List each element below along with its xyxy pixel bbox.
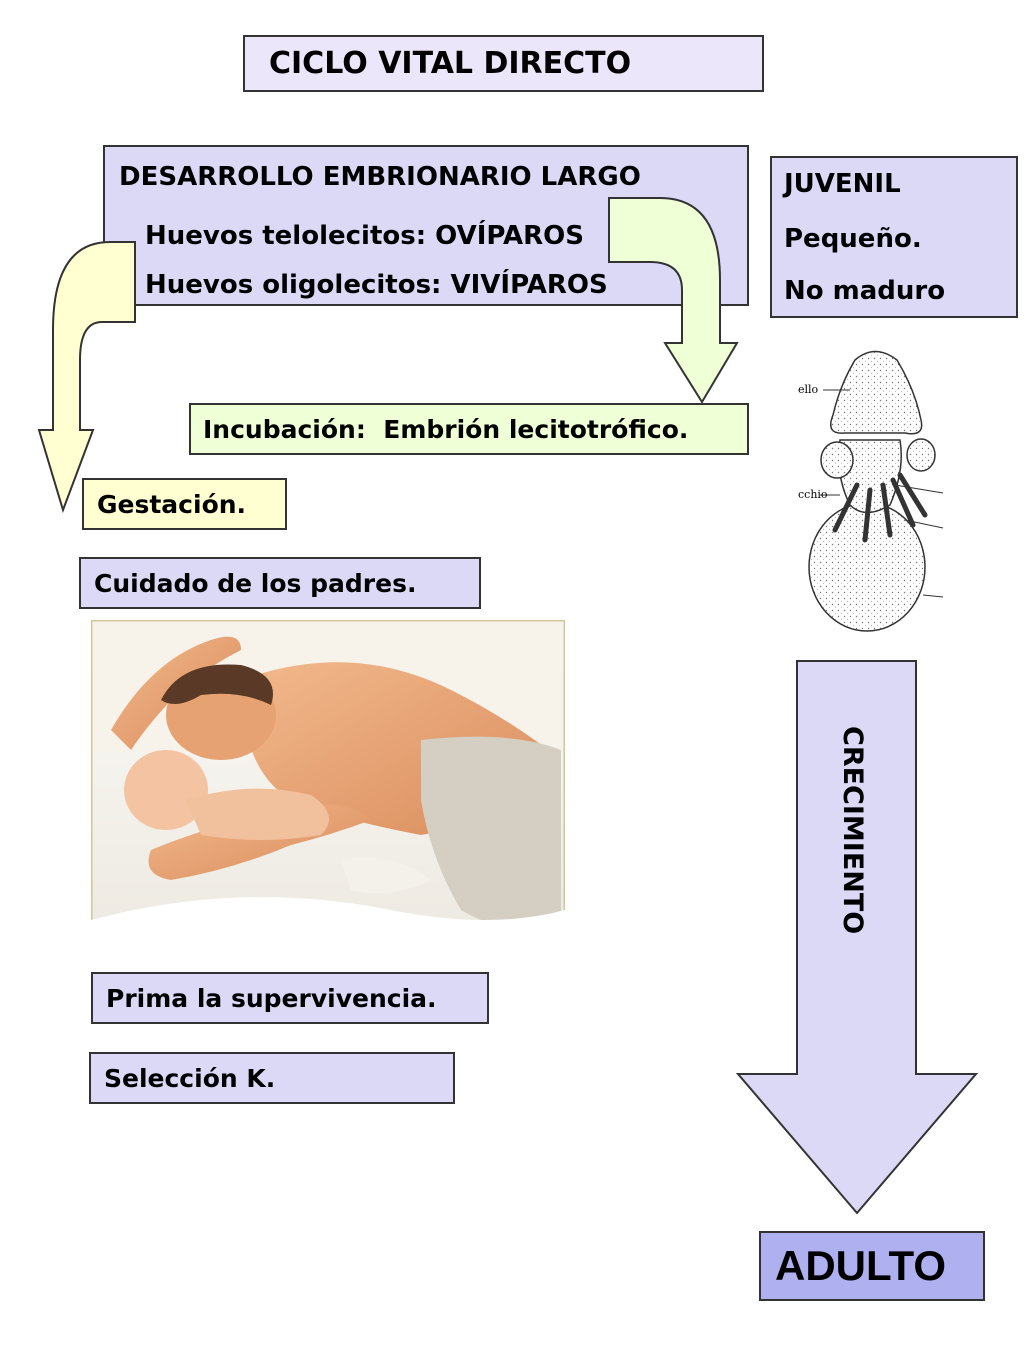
- title-box: CICLO VITAL DIRECTO: [243, 35, 764, 92]
- development-oviparos: Huevos telolecitos: OVÍPAROS: [145, 221, 585, 251]
- parental-care-text: Cuidado de los padres.: [94, 568, 417, 598]
- drawing-label-middle: cchio: [798, 488, 828, 501]
- mantle-shape: [830, 350, 923, 435]
- survival-text: Prima la supervivencia.: [106, 983, 437, 1013]
- gestation-box: Gestación.: [82, 478, 287, 530]
- development-box: DESARROLLO EMBRIONARIO LARGO Huevos telo…: [103, 145, 749, 306]
- incubation-box: Incubación: Embrión lecitotrófico.: [189, 403, 749, 455]
- k-selection-box: Selección K.: [89, 1052, 455, 1104]
- juvenil-heading: JUVENIL: [784, 169, 901, 199]
- right-eye-shape: [906, 438, 936, 472]
- juvenile-organism-drawing: ello cchio: [798, 350, 944, 632]
- incubation-text: Incubación: Embrión lecitotrófico.: [203, 414, 689, 444]
- juvenil-size: Pequeño.: [784, 224, 922, 254]
- parent-baby-photo: [91, 620, 565, 968]
- growth-label: CRECIMIENTO: [832, 726, 872, 956]
- juvenil-maturity: No maduro: [784, 276, 946, 306]
- k-selection-text: Selección K.: [104, 1063, 276, 1093]
- juvenil-box: JUVENIL Pequeño. No maduro: [770, 156, 1018, 318]
- page-title: CICLO VITAL DIRECTO: [269, 46, 632, 81]
- incubation-arrow: [608, 197, 739, 404]
- gestation-arrow: [37, 241, 136, 514]
- left-eye-shape: [820, 441, 854, 479]
- arms-shape: [832, 472, 928, 543]
- growth-label-text: CRECIMIENTO: [837, 726, 868, 935]
- development-viviparos: Huevos oligolecitos: VIVÍPAROS: [145, 270, 608, 300]
- drawing-label-top: ello: [798, 383, 819, 396]
- adult-text: ADULTO: [775, 1242, 947, 1289]
- gestation-text: Gestación.: [97, 489, 247, 519]
- development-heading: DESARROLLO EMBRIONARIO LARGO: [119, 162, 641, 192]
- survival-box: Prima la supervivencia.: [91, 972, 489, 1024]
- parental-care-box: Cuidado de los padres.: [79, 557, 481, 609]
- adult-box: ADULTO: [759, 1231, 985, 1301]
- growth-arrow: [735, 660, 979, 1215]
